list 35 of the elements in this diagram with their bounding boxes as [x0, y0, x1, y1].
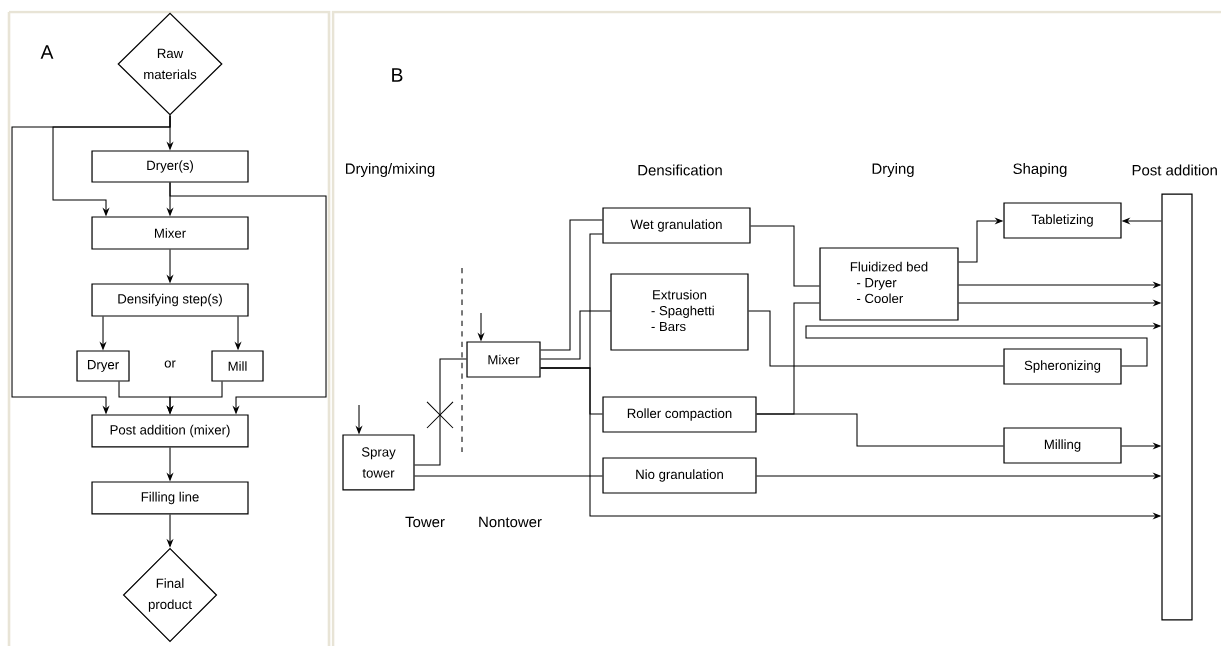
- process-box: Densifying step(s): [91, 283, 249, 317]
- process-box: Mixer: [466, 341, 541, 378]
- connector-word: or: [164, 360, 176, 368]
- process-box: Mill: [211, 350, 264, 382]
- process-box: Spray tower: [342, 434, 415, 491]
- column-heading: Shaping: [1013, 163, 1067, 177]
- process-box: Post addition (mixer): [91, 414, 249, 448]
- collector-bar: [1161, 193, 1193, 621]
- column-heading: Drying/mixing: [346, 163, 435, 177]
- zone-label: Tower: [405, 516, 445, 528]
- connector-line: [750, 225, 820, 287]
- process-box: Filling line: [91, 481, 249, 515]
- column-heading: Drying: [872, 163, 914, 177]
- connector-line: [540, 219, 603, 351]
- process-box: Wet granulation: [602, 207, 751, 244]
- process-box: Dryer: [76, 350, 130, 382]
- process-box: Extrusion - Spaghetti - Bars: [610, 273, 749, 351]
- connector-line: [540, 310, 611, 360]
- panel-letter: B: [392, 68, 403, 82]
- process-box: Mixer: [91, 216, 249, 250]
- zone-label: Nontower: [479, 516, 542, 528]
- process-box: Milling: [1003, 427, 1122, 464]
- connector-line: [748, 310, 1004, 367]
- column-heading: Densification: [638, 164, 722, 176]
- process-box: Roller compaction: [602, 396, 757, 433]
- connector-line: [414, 475, 603, 477]
- panel-letter: A: [40, 45, 54, 59]
- process-box: Spheronizing: [1003, 348, 1122, 385]
- connector-line: [756, 413, 1004, 447]
- process-box: Tabletizing: [1003, 202, 1122, 239]
- process-box: Dryer(s): [91, 150, 249, 183]
- connector-line: [414, 358, 467, 466]
- process-box: Fluidized bed - Dryer - Cooler: [819, 247, 959, 321]
- process-box: Nio granulation: [602, 457, 757, 494]
- column-heading: Post addition: [1132, 164, 1217, 176]
